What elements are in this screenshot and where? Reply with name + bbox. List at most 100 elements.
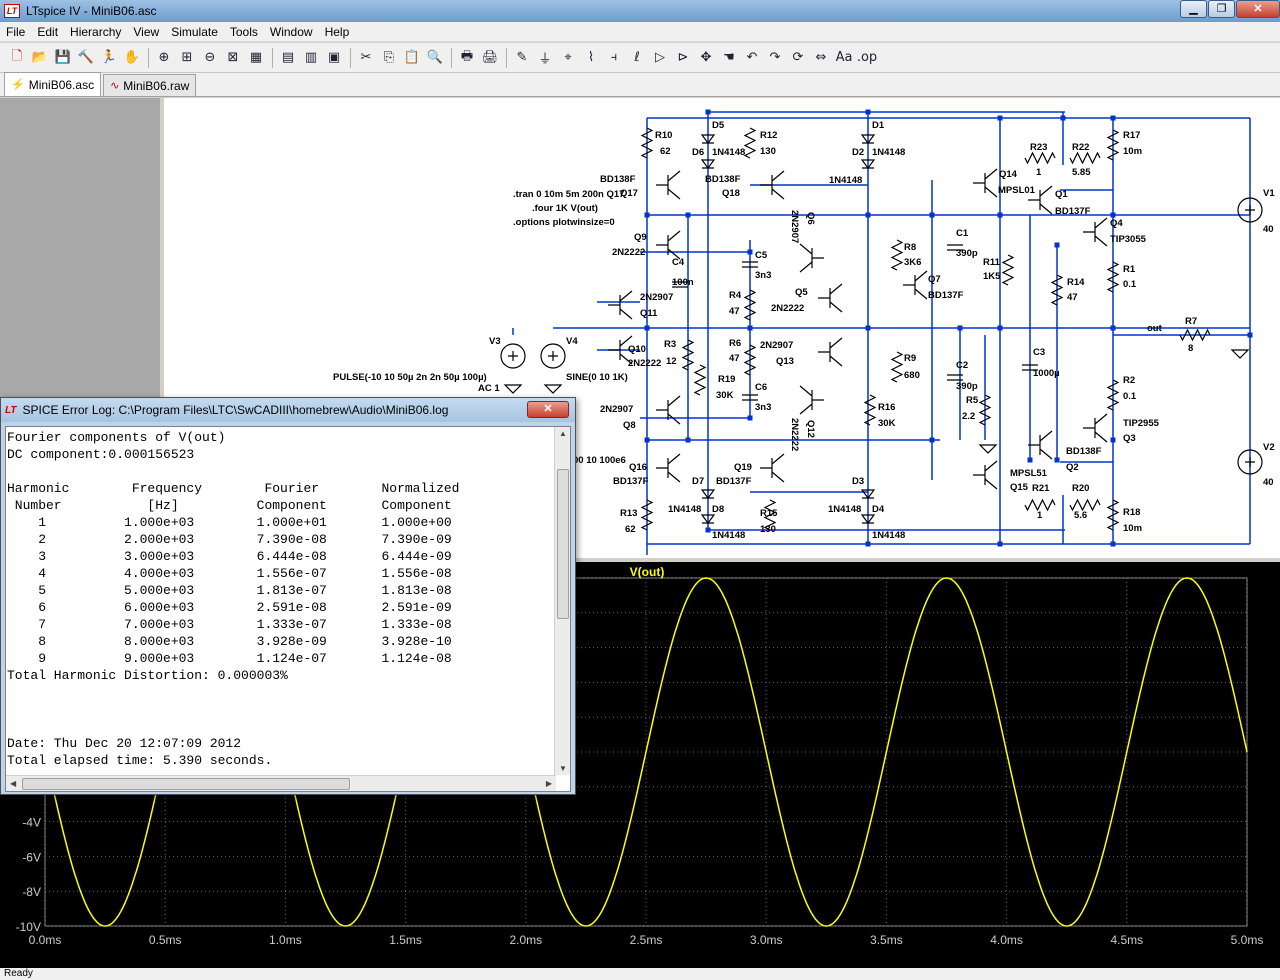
schematic-label[interactable]: 30K xyxy=(716,390,734,401)
close-window-button[interactable]: ✕ xyxy=(1236,0,1280,18)
zoom-box-icon[interactable]: ⊞ xyxy=(181,50,193,65)
schematic-label[interactable]: C5 xyxy=(755,250,768,261)
scroll-thumb[interactable] xyxy=(557,469,569,619)
menu-window[interactable]: Window xyxy=(269,24,313,39)
schematic-label[interactable]: C3 xyxy=(1033,347,1045,358)
schematic-label[interactable]: Q16 xyxy=(629,462,647,473)
tab-schematic[interactable]: ⚡ MiniB06.asc xyxy=(4,72,102,96)
inductor-icon[interactable]: ℓ xyxy=(634,50,640,65)
capacitor-icon[interactable]: ⫞ xyxy=(610,50,618,65)
cut-icon[interactable]: ✂ xyxy=(360,50,372,65)
schematic-label[interactable]: Q12 xyxy=(805,420,816,438)
scroll-left-icon[interactable]: ◀ xyxy=(10,779,17,788)
schematic-label[interactable]: C1 xyxy=(956,228,969,239)
schematic-label[interactable]: C4 xyxy=(672,257,685,268)
schematic-label[interactable]: 30K xyxy=(878,418,896,429)
vertical-scrollbar[interactable]: ▲ ▼ xyxy=(554,427,570,775)
halt-icon[interactable]: ✋ xyxy=(123,50,141,65)
schematic-label[interactable]: R19 xyxy=(718,374,735,385)
schematic-label[interactable]: R1 xyxy=(1123,264,1136,275)
schematic-label[interactable]: R9 xyxy=(904,353,916,364)
schematic-label[interactable]: 1N4148 xyxy=(829,175,862,186)
schematic-label[interactable]: Q17 xyxy=(620,188,638,199)
schematic-label[interactable]: 2N2222 xyxy=(628,358,661,369)
schematic-label[interactable]: 1000µ xyxy=(1033,368,1060,379)
schematic-label[interactable]: R7 xyxy=(1185,316,1197,327)
schematic-label[interactable]: D4 xyxy=(872,504,885,515)
schematic-label[interactable]: Q3 xyxy=(1123,433,1136,444)
schematic-label[interactable]: V1 xyxy=(1263,188,1275,199)
schematic-label[interactable]: V4 xyxy=(566,336,578,347)
schematic-label[interactable]: C6 xyxy=(755,382,767,393)
schematic-label[interactable]: 1N4148 xyxy=(712,530,745,541)
draw-wire-icon[interactable]: ✎ xyxy=(516,50,528,65)
schematic-label[interactable]: R20 xyxy=(1072,483,1089,494)
ground-icon[interactable]: ⏚ xyxy=(538,52,552,67)
schematic-label[interactable]: 12 xyxy=(666,356,677,367)
schematic-label[interactable]: 3K6 xyxy=(904,257,921,268)
scroll-down-icon[interactable]: ▼ xyxy=(559,764,567,773)
schematic-label[interactable]: BD137F xyxy=(928,290,964,301)
schematic-label[interactable]: R14 xyxy=(1067,277,1085,288)
schematic-label[interactable]: 40 xyxy=(1263,224,1274,235)
schematic-label[interactable]: V2 xyxy=(1263,442,1275,453)
menu-edit[interactable]: Edit xyxy=(37,24,59,39)
schematic-label[interactable]: D3 xyxy=(852,476,864,487)
schematic-label[interactable]: 40 xyxy=(1263,477,1274,488)
schematic-label[interactable]: Q2 xyxy=(1066,462,1079,473)
schematic-label[interactable]: 5.85 xyxy=(1072,167,1091,178)
mirror-icon[interactable]: ⇔ xyxy=(815,50,827,65)
schematic-label[interactable]: Q4 xyxy=(1110,218,1123,229)
schematic-label[interactable]: 1N4148 xyxy=(712,147,745,158)
schematic-label[interactable]: MPSL01 xyxy=(998,185,1036,196)
schematic-label[interactable]: Q13 xyxy=(776,356,794,367)
schematic-label[interactable]: 1N4148 xyxy=(872,530,905,541)
redo-icon[interactable]: ↷ xyxy=(769,50,781,65)
print-setup-icon[interactable]: 🖶 xyxy=(460,48,474,64)
schematic-label[interactable]: 47 xyxy=(729,306,740,317)
schematic-label[interactable]: 8 xyxy=(1188,343,1193,354)
copy-icon[interactable]: ⎘ xyxy=(383,50,395,65)
schematic-label[interactable]: 3n3 xyxy=(755,402,771,413)
schematic-label[interactable]: D1 xyxy=(872,120,885,131)
schematic-label[interactable]: BD137F xyxy=(716,476,752,487)
schematic-label[interactable]: 62 xyxy=(625,524,636,535)
schematic-label[interactable]: 5.6 xyxy=(1074,510,1087,521)
schematic-label[interactable]: TIP2955 xyxy=(1123,418,1160,429)
menu-view[interactable]: View xyxy=(133,24,160,39)
drag-icon[interactable]: ☚ xyxy=(723,50,735,65)
schematic-label[interactable]: R23 xyxy=(1030,142,1047,153)
schematic-label[interactable]: 47 xyxy=(1067,292,1078,303)
print-icon[interactable]: 🖨 xyxy=(481,50,499,65)
spice-directive-icon[interactable]: .op xyxy=(856,50,878,65)
schematic-label[interactable]: Q5 xyxy=(795,287,808,298)
schematic-label[interactable]: 2.2 xyxy=(962,411,975,422)
schematic-label[interactable]: 10m xyxy=(1123,523,1142,534)
control-panel-icon[interactable]: 🔨 xyxy=(77,50,95,65)
schematic-label[interactable]: D5 xyxy=(712,120,725,131)
schematic-label[interactable]: 680 xyxy=(904,370,920,381)
paste-icon[interactable]: 📋 xyxy=(403,50,421,65)
schematic-label[interactable]: .four 1K V(out) xyxy=(532,203,598,214)
label-net-icon[interactable]: ⌖ xyxy=(564,50,572,65)
schematic-label[interactable]: R16 xyxy=(878,402,895,413)
scroll-right-icon[interactable]: ▶ xyxy=(545,779,552,788)
run-icon[interactable]: 🏃 xyxy=(100,50,118,65)
schematic-label[interactable]: BD138F xyxy=(1066,446,1102,457)
close-all-icon[interactable]: ▣ xyxy=(327,50,341,65)
schematic-label[interactable]: SINE(0 10 1K) xyxy=(566,372,628,383)
schematic-label[interactable]: 2N2222 xyxy=(612,247,645,258)
schematic-label[interactable]: 390p xyxy=(956,248,978,259)
schematic-label[interactable]: 1N4148 xyxy=(872,147,905,158)
resistor-icon[interactable]: ⌇ xyxy=(587,50,595,65)
schematic-label[interactable]: 1K5 xyxy=(983,271,1001,282)
schematic-label[interactable]: BD137F xyxy=(613,476,649,487)
schematic-label[interactable]: 00 10 100e6 xyxy=(573,455,626,466)
schematic-label[interactable]: TIP3055 xyxy=(1110,234,1147,245)
schematic-label[interactable]: Q15 xyxy=(1010,482,1029,493)
schematic-label[interactable]: 2N2907 xyxy=(789,210,800,243)
menu-help[interactable]: Help xyxy=(324,24,350,39)
undo-icon[interactable]: ↶ xyxy=(746,50,758,65)
log-text-area[interactable]: Fourier components of V(out)DC component… xyxy=(5,426,571,792)
schematic-label[interactable]: C2 xyxy=(956,360,968,371)
